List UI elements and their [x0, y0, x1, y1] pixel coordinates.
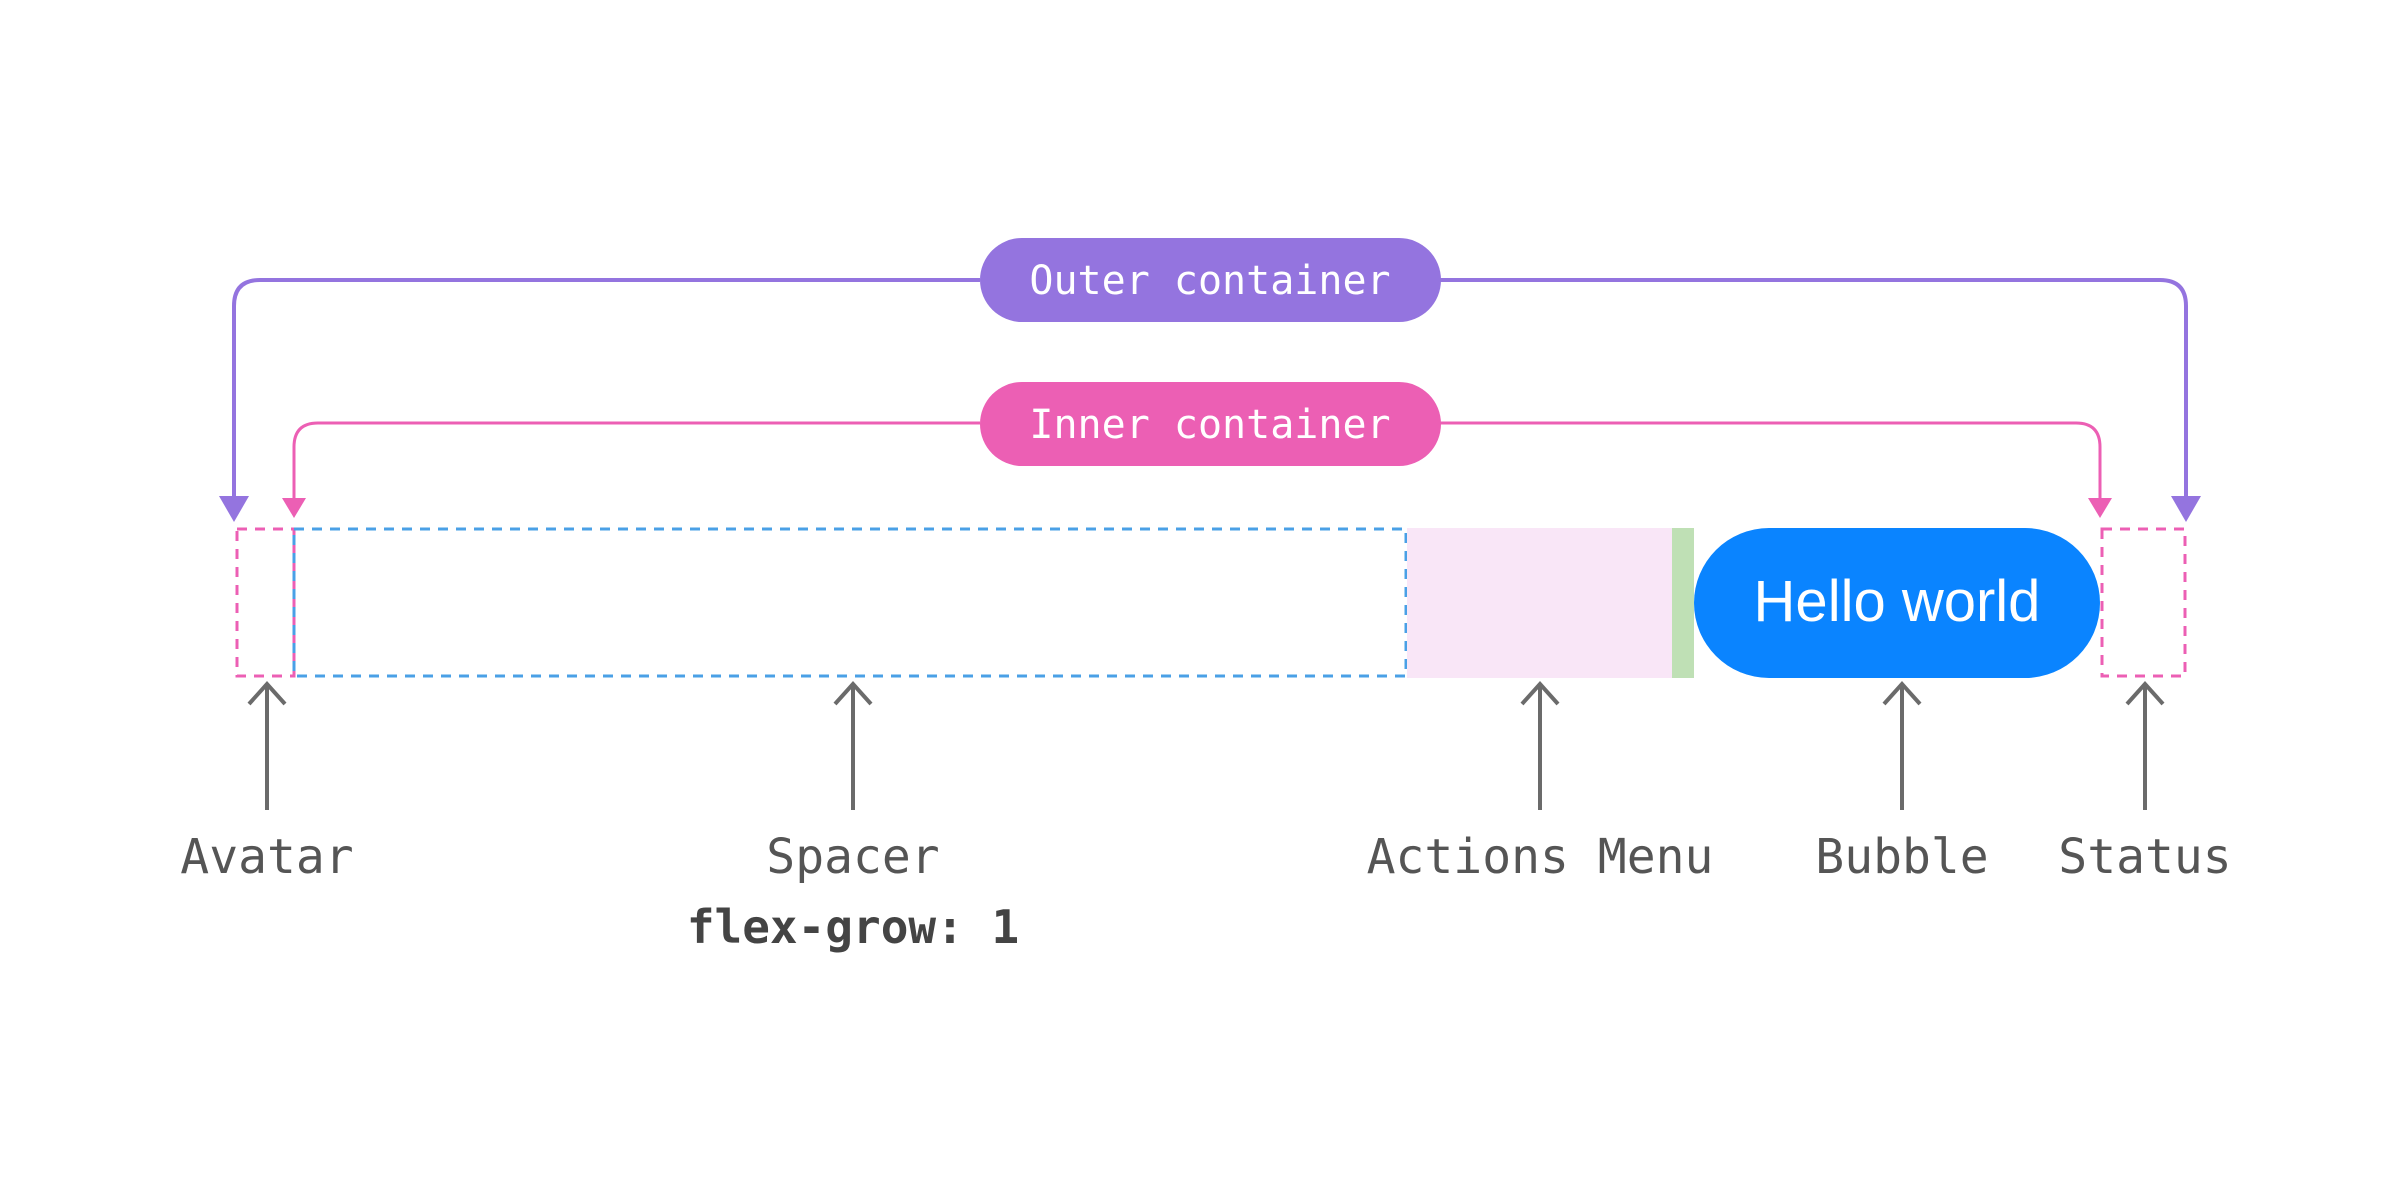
inner-container-bracket-line-right [1440, 421, 2102, 500]
actions-menu-box [1407, 528, 1672, 678]
flex-row: Hello world [235, 527, 2187, 678]
message-bubble [1694, 528, 2100, 678]
item-labels: Avatar Spacer flex-grow: 1 Actions Menu … [180, 829, 2231, 954]
inner-container-left-arrowhead [282, 498, 306, 518]
status-label: Status [2058, 829, 2231, 885]
outer-container-pill [980, 238, 1441, 322]
avatar-pointer-arrow [247, 681, 287, 810]
outer-container-bracket: Outer container [219, 238, 2201, 522]
spacer-pointer-arrow [833, 681, 873, 810]
outer-container-label: Outer container [1029, 258, 1390, 304]
outer-container-left-arrowhead [219, 496, 249, 522]
outer-container-right-arrowhead [2171, 496, 2201, 522]
spacer-code-label: flex-grow: 1 [687, 900, 1019, 954]
spacer-label: Spacer [766, 829, 939, 885]
actions-menu-pointer-arrow [1520, 681, 1560, 810]
inner-container-bracket-line [292, 421, 980, 500]
status-pointer-arrow [2125, 681, 2165, 810]
spacer-box [292, 527, 1408, 678]
inner-container-bracket: Inner container [282, 382, 2112, 518]
avatar-label: Avatar [180, 829, 353, 885]
pointer-arrows [247, 681, 2165, 810]
gap-divider [1672, 528, 1694, 678]
inner-container-pill [980, 382, 1441, 466]
outer-container-bracket-line-right [1440, 278, 2188, 500]
bubble-text: Hello world [1754, 569, 2041, 634]
bubble-label: Bubble [1815, 829, 1988, 885]
inner-container-right-arrowhead [2088, 498, 2112, 518]
bubble-pointer-arrow [1882, 681, 1922, 810]
actions-menu-label: Actions Menu [1367, 829, 1714, 885]
avatar-box [235, 527, 296, 678]
outer-container-bracket-line [232, 278, 980, 500]
status-box [2100, 527, 2187, 678]
inner-container-label: Inner container [1029, 402, 1390, 448]
